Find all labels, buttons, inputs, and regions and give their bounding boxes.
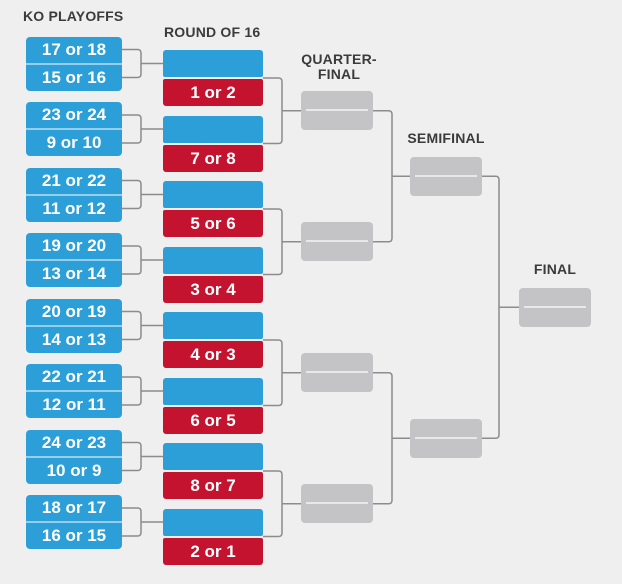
round16-seed-box: 1 or 2 [163, 79, 263, 106]
round16-winner-slot [163, 115, 263, 143]
header-ko-playoffs: KO PLAYOFFS [23, 8, 124, 24]
ko-playoff-pair: 23 or 24 9 or 10 [26, 102, 122, 156]
connector-bracket [482, 175, 519, 439]
slot-divider [306, 109, 368, 112]
connector-bracket [373, 110, 410, 243]
ko-playoff-team-top: 21 or 22 [41, 170, 107, 190]
round16-seed-box: 2 or 1 [163, 537, 263, 565]
round16-winner-slot [163, 246, 263, 274]
header-quarterfinal-line1: QUARTER- [301, 51, 377, 67]
pair-divider [26, 193, 122, 196]
quarterfinal-slot [301, 222, 373, 262]
ko-playoff-team-bottom: 13 or 14 [41, 264, 107, 283]
round16-match: 8 or 7 [163, 443, 263, 499]
connector-bracket [122, 245, 163, 275]
round16-match: 1 or 2 [163, 50, 263, 106]
round16-seed-box: 6 or 5 [163, 406, 263, 434]
round16-seed-box: 8 or 7 [163, 472, 263, 499]
ko-playoff-pair: 19 or 20 13 or 14 [26, 233, 122, 287]
slot-divider [415, 436, 477, 439]
round16-match: 7 or 8 [163, 115, 263, 172]
round16-match: 3 or 4 [163, 246, 263, 303]
ko-playoff-pair: 18 or 17 16 or 15 [26, 495, 122, 549]
round16-seed-box: 3 or 4 [163, 275, 263, 303]
slot-divider [306, 502, 368, 505]
round16-winner-slot [163, 50, 263, 77]
connector-bracket [122, 179, 163, 210]
connector-bracket [373, 372, 410, 505]
slot-divider [415, 174, 477, 177]
connector-bracket [263, 77, 301, 145]
connector-bracket [263, 470, 301, 538]
header-semifinal: SEMIFINAL [407, 130, 485, 146]
ko-playoff-team-top: 23 or 24 [41, 105, 107, 124]
header-quarterfinal-line2: FINAL [317, 66, 361, 82]
connector-bracket [122, 48, 163, 79]
ko-playoff-team-top: 19 or 20 [41, 236, 107, 255]
ko-playoff-team-top: 17 or 18 [41, 39, 107, 59]
ko-playoff-team-bottom: 10 or 9 [46, 460, 102, 480]
pair-divider [26, 455, 122, 458]
round16-seed-box: 4 or 3 [163, 341, 263, 368]
connector-bracket [122, 507, 163, 537]
ko-playoff-team-top: 20 or 19 [41, 301, 107, 321]
ko-playoff-team-top: 24 or 23 [41, 432, 107, 452]
slot-divider [306, 240, 368, 243]
ko-playoff-pair: 17 or 18 15 or 16 [26, 36, 122, 91]
quarterfinal-slot [301, 91, 373, 131]
round16-match: 2 or 1 [163, 508, 263, 565]
ko-playoff-team-bottom: 16 or 15 [41, 526, 107, 545]
round16-winner-slot [163, 312, 263, 339]
ko-playoff-team-bottom: 12 or 11 [42, 395, 106, 414]
round16-seed-box: 7 or 8 [163, 144, 263, 172]
quarterfinal-slot [301, 484, 373, 524]
slot-divider [524, 305, 586, 308]
header-round-of-16: ROUND OF 16 [164, 24, 261, 40]
quarterfinal-slot [301, 353, 373, 393]
slot-divider [306, 371, 368, 374]
round16-winner-slot [163, 508, 263, 536]
pair-divider [26, 128, 122, 130]
semifinal-slot [410, 418, 482, 458]
ko-playoff-team-bottom: 9 or 10 [46, 133, 102, 152]
connector-bracket [263, 339, 301, 407]
connector-bracket [122, 441, 163, 472]
ko-playoff-team-top: 22 or 21 [41, 367, 107, 386]
ko-playoff-team-bottom: 15 or 16 [41, 67, 107, 87]
connector-bracket [122, 114, 163, 144]
ko-playoff-pair: 20 or 19 14 or 13 [26, 298, 122, 353]
final-slot [519, 287, 591, 327]
ko-playoff-pair: 21 or 22 11 or 12 [26, 167, 122, 222]
round16-match: 4 or 3 [163, 312, 263, 368]
connector-bracket [263, 208, 301, 276]
pair-divider [26, 62, 122, 65]
header-quarterfinal: QUARTER- FINAL [301, 52, 376, 82]
pair-divider [26, 390, 122, 392]
connector-bracket [122, 376, 163, 406]
round16-winner-slot [163, 181, 263, 208]
ko-playoff-team-bottom: 14 or 13 [41, 329, 107, 349]
ko-playoff-team-top: 18 or 17 [41, 498, 107, 517]
connector-bracket [122, 310, 163, 341]
pair-divider [26, 259, 122, 261]
round16-match: 5 or 6 [163, 181, 263, 237]
header-final: FINAL [533, 261, 577, 277]
round16-seed-box: 5 or 6 [163, 210, 263, 237]
semifinal-slot [410, 156, 482, 196]
round16-match: 6 or 5 [163, 377, 263, 434]
round16-winner-slot [163, 377, 263, 405]
round16-winner-slot [163, 443, 263, 470]
ko-playoff-team-bottom: 11 or 12 [42, 198, 106, 218]
ko-playoff-pair: 22 or 21 12 or 11 [26, 364, 122, 418]
ko-playoff-pair: 24 or 23 10 or 9 [26, 429, 122, 484]
pair-divider [26, 324, 122, 327]
pair-divider [26, 521, 122, 523]
